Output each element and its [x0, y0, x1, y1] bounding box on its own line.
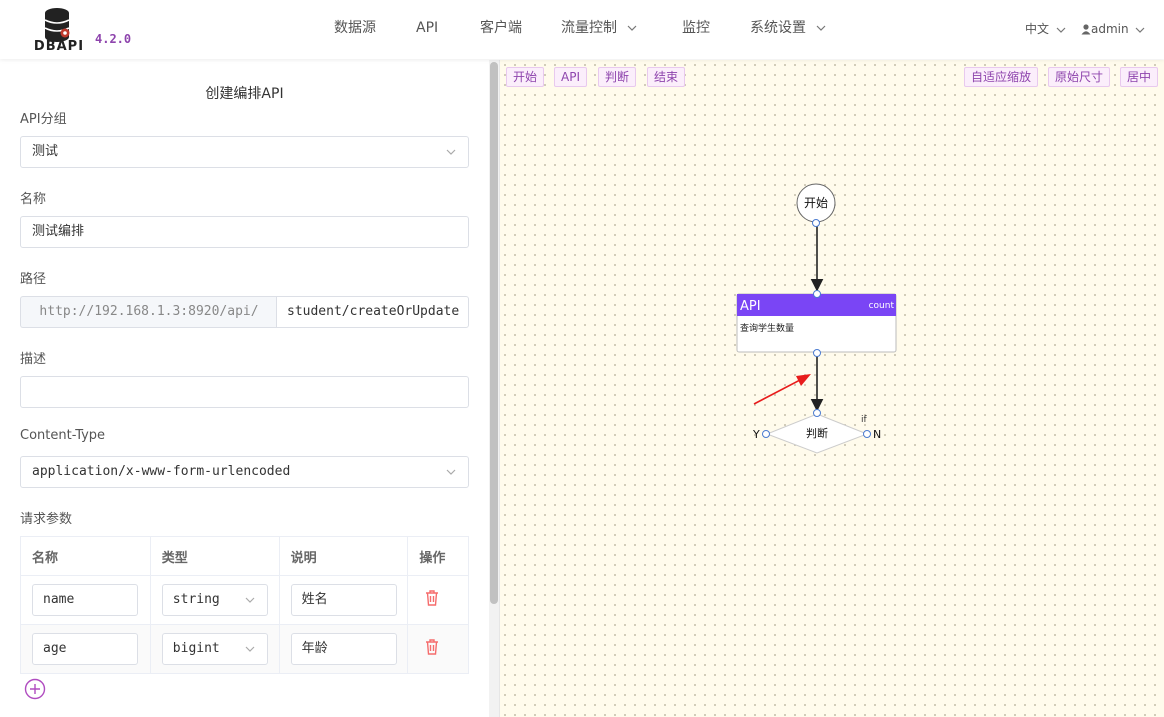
path-label: 路径 [20, 272, 47, 287]
toolbar-original-size-button[interactable]: 原始尺寸 [1048, 67, 1111, 87]
nav-flow-control[interactable]: 流量控制 [561, 0, 637, 59]
nav-monitor[interactable]: 监控 [682, 20, 710, 36]
toolbar-api-button[interactable]: API [554, 67, 587, 87]
language-switch[interactable]: 中文 [1025, 0, 1066, 59]
description-label: 描述 [20, 352, 47, 367]
api-node-tag: count [869, 301, 895, 311]
toolbar-fit-button[interactable]: 自适应缩放 [964, 67, 1039, 87]
red-arrow-annotation [753, 374, 811, 405]
params-table: 名称 类型 说明 操作 name string 姓名 age bigint 年龄 [20, 536, 469, 674]
page-title: 创建编排API [205, 86, 284, 102]
nav-settings[interactable]: 系统设置 [750, 0, 826, 59]
api-node-description: 查询学生数量 [740, 322, 794, 334]
trash-icon[interactable] [424, 589, 440, 607]
api-in-port[interactable] [813, 290, 821, 298]
name-label: 名称 [20, 192, 47, 207]
logo-text: DBAPI [33, 39, 85, 54]
param-desc-input[interactable]: 姓名 [290, 584, 397, 616]
param-type-select[interactable]: string [161, 584, 268, 616]
chevron-down-icon [446, 149, 456, 155]
user-icon [1081, 24, 1091, 35]
scrollbar-thumb[interactable] [490, 62, 498, 604]
chevron-down-icon [245, 597, 255, 603]
nav-settings-label: 系统设置 [750, 20, 806, 36]
column-header-type: 类型 [149, 536, 280, 576]
group-label: API分组 [20, 112, 67, 127]
decision-node-label: 判断 [806, 426, 828, 440]
chevron-down-icon [1056, 27, 1066, 33]
api-out-port[interactable] [813, 349, 821, 357]
param-name-input[interactable]: age [32, 633, 138, 665]
top-header: DBAPI 4.2.0 数据源 API 客户端 流量控制 监控 系统设置 中文 … [0, 0, 1164, 59]
api-node[interactable]: API count 查询学生数量 [736, 290, 897, 357]
table-row: name string 姓名 [20, 575, 469, 625]
decision-no-label: N [873, 428, 881, 441]
content-type-label: Content-Type [20, 428, 106, 443]
param-type-value: string [172, 592, 220, 607]
chevron-down-icon [816, 25, 826, 31]
nav-flow-control-label: 流量控制 [561, 20, 617, 36]
toolbar-start-button[interactable]: 开始 [506, 67, 545, 87]
toolbar-decision-button[interactable]: 判断 [598, 67, 637, 87]
decision-in-port[interactable] [813, 409, 821, 417]
decision-yes-port[interactable] [762, 430, 770, 438]
chevron-down-icon [245, 646, 255, 652]
start-out-port[interactable] [812, 219, 820, 227]
decision-node-tag: if [861, 415, 868, 425]
user-menu[interactable]: admin [1081, 0, 1145, 59]
table-header-row: 名称 类型 说明 操作 [20, 536, 469, 576]
start-node-label: 开始 [804, 196, 828, 210]
path-prefix: http://192.168.1.3:8920/api/ [20, 296, 277, 328]
nav-client[interactable]: 客户端 [480, 20, 522, 36]
language-label: 中文 [1025, 22, 1050, 36]
content-type-value: application/x-www-form-urlencoded [32, 464, 291, 479]
start-node[interactable]: 开始 [796, 183, 836, 227]
decision-no-port[interactable] [863, 430, 871, 438]
nav-api[interactable]: API [416, 20, 439, 36]
column-header-name: 名称 [20, 536, 151, 576]
username-label: admin [1091, 22, 1129, 36]
version-label: 4.2.0 [95, 32, 132, 46]
param-desc-input[interactable]: 年龄 [290, 633, 397, 665]
api-node-title: API [740, 299, 761, 314]
description-input[interactable] [20, 376, 469, 408]
group-select-value: 测试 [32, 144, 59, 159]
flow-canvas[interactable]: 开始 API 判断 结束 自适应缩放 原始尺寸 居中 开始 API count … [499, 60, 1164, 717]
flow-diagram: 开始 API count 查询学生数量 判断 if Y N [736, 183, 897, 454]
param-type-value: bigint [172, 641, 220, 656]
toolbar-center-button[interactable]: 居中 [1120, 67, 1159, 87]
path-input[interactable]: student/createOrUpdate [276, 296, 469, 328]
param-type-select[interactable]: bigint [161, 633, 268, 665]
group-select[interactable]: 测试 [20, 136, 469, 168]
name-input[interactable]: 测试编排 [20, 216, 469, 248]
column-header-action: 操作 [407, 536, 469, 576]
toolbar-end-button[interactable]: 结束 [647, 67, 686, 87]
decision-node[interactable]: 判断 if Y N [752, 409, 881, 454]
content-type-select[interactable]: application/x-www-form-urlencoded [20, 456, 469, 488]
chevron-down-icon [1136, 27, 1145, 33]
decision-yes-label: Y [752, 428, 760, 441]
add-param-icon[interactable] [24, 678, 46, 700]
params-label: 请求参数 [20, 512, 73, 527]
param-name-input[interactable]: name [32, 584, 138, 616]
table-row: age bigint 年龄 [20, 624, 469, 674]
nav-datasource[interactable]: 数据源 [334, 20, 376, 36]
api-form-panel: 创建编排API API分组 测试 名称 测试编排 路径 http://192.1… [0, 60, 489, 717]
column-header-description: 说明 [278, 536, 409, 576]
database-logo-icon[interactable] [28, 5, 90, 57]
chevron-down-icon [446, 469, 456, 475]
chevron-down-icon [627, 25, 637, 31]
trash-icon[interactable] [424, 638, 440, 656]
